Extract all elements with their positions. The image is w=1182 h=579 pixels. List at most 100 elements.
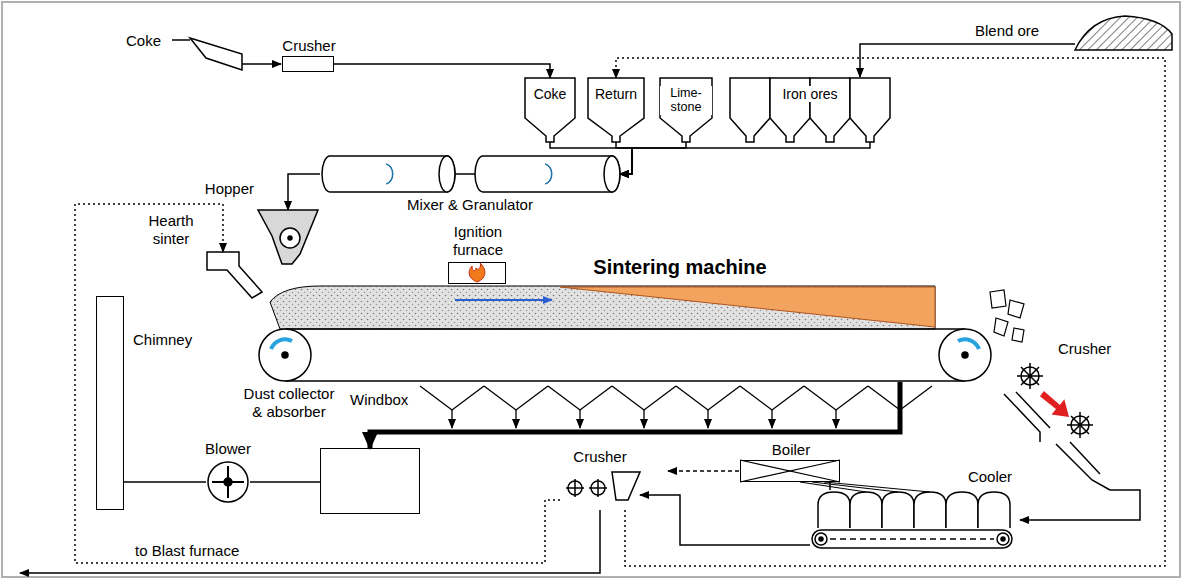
- mixer-drums: [475, 156, 620, 192]
- hearth-chute: Hearth sinter: [205, 252, 241, 292]
- storage-bins: [730, 78, 770, 142]
- ignition-flame: [469, 263, 485, 282]
- bin-label: Return: [593, 86, 639, 102]
- sinter-cake-pieces: [994, 318, 1008, 336]
- windbox-hoppers: [707, 410, 708, 428]
- sinter-cake-pieces: [1008, 300, 1024, 318]
- mixer-drums: [604, 156, 620, 192]
- cooler-conveyor: [830, 538, 994, 540]
- product-crusher: [566, 479, 607, 497]
- sinter-crusher-right: [1070, 442, 1100, 474]
- node-caption: Chimney: [133, 331, 203, 349]
- blend-ore-pile: [860, 16, 1172, 77]
- sinter-cake-pieces: [1012, 328, 1024, 342]
- windbox-hoppers: [740, 386, 804, 410]
- boiler-ducts: [740, 460, 930, 492]
- windbox-hoppers: [804, 386, 868, 410]
- cooler-conveyor: [819, 537, 823, 541]
- sinter-strand: [259, 329, 311, 381]
- mixer-drums: [386, 164, 393, 184]
- input-label: Coke: [126, 32, 172, 50]
- node-caption: Crusher: [271, 37, 347, 55]
- flow-line: [550, 142, 632, 174]
- blower-fan: [208, 462, 248, 502]
- node-caption: Crusher: [1058, 340, 1128, 358]
- iron-ore-bins: Iron ores: [730, 78, 890, 142]
- node-caption: Hopper: [188, 180, 254, 198]
- flow-line: [124, 481, 206, 483]
- mixer-drums: [322, 156, 455, 192]
- node-caption: Sintering machine: [560, 255, 800, 279]
- blower: Blower: [206, 460, 250, 504]
- node-caption: Mixer & Granulator: [380, 196, 560, 214]
- return-bin: Return: [588, 78, 644, 142]
- sinter-cake-pieces: [990, 290, 1006, 308]
- chimney: Chimney: [96, 296, 124, 510]
- flow-line: [288, 174, 320, 210]
- steam-arrow: [668, 470, 739, 471]
- bin-label: Iron ores: [780, 86, 839, 102]
- windbox-hoppers: [484, 386, 548, 410]
- blower-fan: [208, 462, 248, 502]
- cooler-conveyor: [812, 530, 1012, 548]
- boiler-ducts: [740, 460, 840, 482]
- node-caption: Cooler: [955, 468, 1025, 486]
- sinter-bed: [270, 286, 935, 329]
- coke-feed: [172, 38, 281, 70]
- cooler-conveyor: [997, 533, 1009, 545]
- flow-line: [616, 142, 632, 174]
- windbox-hoppers: [548, 386, 612, 410]
- hopper-shape: [280, 228, 300, 248]
- ignition-flame: [469, 263, 485, 282]
- node-caption: Crusher: [555, 448, 645, 466]
- sinter-bed: [455, 299, 552, 301]
- sinter-bed: [560, 287, 935, 327]
- flow-line: [620, 142, 870, 174]
- product-crusher: Crusher: [560, 470, 640, 510]
- flow-line: [250, 481, 320, 483]
- sinter-strand: [259, 329, 991, 381]
- sintering-machine: Sintering machine: [259, 286, 994, 382]
- sinter-strand: [285, 328, 965, 330]
- hearth-sinter-chute: [207, 252, 262, 298]
- windbox-hoppers: [420, 386, 932, 428]
- storage-bins: [660, 78, 712, 142]
- windbox-hoppers: [676, 386, 740, 410]
- bin-label: Lime- stone: [660, 86, 712, 115]
- mixer-drum: Mixer & Granulator: [320, 156, 620, 192]
- ignition-furnace: Ignition furnace: [448, 262, 506, 284]
- coke-feed: [242, 63, 281, 65]
- sinter-crusher: Crusher: [1000, 358, 1110, 498]
- windbox-hoppers: [420, 386, 484, 410]
- storage-bins: [850, 78, 890, 142]
- sinter-crusher-right: [1067, 412, 1093, 438]
- cooler-hoods: [818, 492, 1010, 528]
- hopper-shape: [258, 210, 318, 264]
- bin-label: Coke: [532, 86, 569, 102]
- sinter-strand: [962, 352, 968, 358]
- boiler-ducts: [824, 482, 930, 492]
- storage-bins: [588, 78, 644, 142]
- sinter-strand: [285, 380, 965, 382]
- node-caption: Boiler: [741, 441, 841, 459]
- coke-feed: [190, 38, 242, 70]
- part-label: Windbox: [350, 391, 418, 409]
- storage-bins: [525, 78, 575, 142]
- cooler-hoods: [978, 492, 1010, 528]
- cooler-conveyor: [815, 533, 827, 545]
- flow-line: [829, 482, 831, 490]
- dust-collector: Dust collector & absorber: [320, 448, 420, 514]
- node-caption: Blower: [200, 440, 256, 458]
- coke-feed: [172, 39, 190, 41]
- sinter-crusher-right: [1041, 392, 1068, 416]
- sinter-crusher-right: [1056, 444, 1110, 490]
- blower-fan: [224, 478, 232, 486]
- storage-bins: [525, 78, 890, 142]
- node-caption: Ignition furnace: [437, 223, 519, 259]
- flow-line: [640, 495, 810, 545]
- sinter-strand: [282, 352, 288, 358]
- product-crusher: [612, 472, 640, 500]
